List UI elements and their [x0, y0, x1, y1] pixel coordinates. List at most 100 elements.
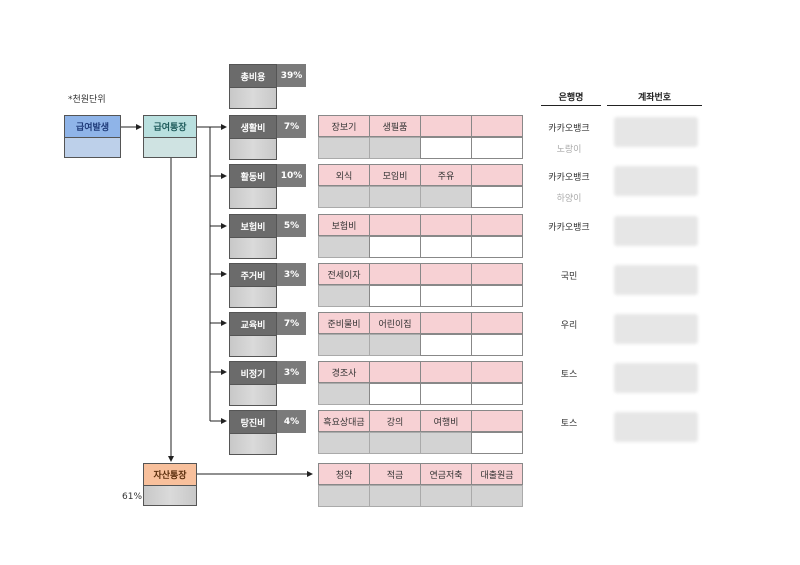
account-number-blurred — [614, 265, 698, 295]
category-value-blurred — [230, 434, 276, 454]
account-number-blurred — [614, 166, 698, 196]
category-pct: 3% — [277, 263, 306, 286]
account-header: 계좌번호 — [607, 90, 702, 106]
category-value-blurred — [230, 336, 276, 356]
item-amount-empty — [471, 383, 523, 405]
salary-account-label: 급여통장 — [144, 116, 196, 138]
salary-account-value-blurred — [144, 138, 196, 157]
item-amount-empty — [471, 186, 523, 208]
item-amount-empty — [471, 137, 523, 159]
item-label-cell — [471, 263, 523, 285]
asset-item-label: 연금저축 — [420, 463, 472, 485]
salary-account-node: 급여통장 — [143, 115, 197, 158]
category-pct: 7% — [277, 312, 306, 335]
item-amount-blurred — [318, 285, 370, 307]
asset-item-amount-blurred — [471, 485, 523, 507]
item-label-cell: 모임비 — [369, 164, 421, 186]
category-label: 탕진비 — [230, 411, 276, 434]
category-node: 보험비 — [229, 214, 277, 259]
bank-header: 은행명 — [541, 90, 601, 106]
item-amount-blurred — [318, 334, 370, 356]
item-amount-empty — [471, 236, 523, 258]
item-label-cell: 전세이자 — [318, 263, 370, 285]
asset-account-node: 자산통장 — [143, 463, 197, 506]
asset-account-label: 자산통장 — [144, 464, 196, 486]
item-amount-empty — [471, 334, 523, 356]
category-pct: 10% — [277, 164, 306, 187]
item-amount-empty — [369, 383, 421, 405]
account-number-blurred — [614, 314, 698, 344]
account-number-blurred — [614, 412, 698, 442]
asset-item-amount-blurred — [369, 485, 421, 507]
total-cost-pct: 39% — [277, 64, 306, 87]
item-label-cell — [420, 361, 472, 383]
item-label-cell: 생필품 — [369, 115, 421, 137]
income-value-blurred — [65, 138, 120, 157]
account-number-blurred — [614, 117, 698, 147]
item-amount-blurred — [318, 236, 370, 258]
category-label: 주거비 — [230, 264, 276, 287]
category-node: 교육비 — [229, 312, 277, 357]
income-label: 급여발생 — [65, 116, 120, 138]
asset-pct: 61% — [122, 492, 143, 502]
item-label-cell: 외식 — [318, 164, 370, 186]
bank-name: 국민 — [560, 272, 578, 282]
unit-note: *천원단위 — [68, 95, 106, 105]
item-label-cell — [369, 361, 421, 383]
category-node: 주거비 — [229, 263, 277, 308]
item-amount-empty — [420, 285, 472, 307]
category-value-blurred — [230, 139, 276, 159]
item-amount-blurred — [369, 137, 421, 159]
asset-item-label: 대출원금 — [471, 463, 523, 485]
item-amount-blurred — [369, 186, 421, 208]
item-amount-blurred — [318, 432, 370, 454]
category-pct: 3% — [277, 361, 306, 384]
category-pct: 4% — [277, 410, 306, 433]
category-label: 활동비 — [230, 165, 276, 188]
asset-account-value-blurred — [144, 486, 196, 505]
item-amount-empty — [420, 137, 472, 159]
item-label-cell: 경조사 — [318, 361, 370, 383]
asset-item-label: 청약 — [318, 463, 370, 485]
item-amount-empty — [420, 236, 472, 258]
item-label-cell: 장보기 — [318, 115, 370, 137]
category-value-blurred — [230, 238, 276, 258]
item-label-cell: 준비물비 — [318, 312, 370, 334]
category-label: 비정기 — [230, 362, 276, 385]
bank-name: 카카오뱅크 — [548, 124, 590, 134]
bank-name: 카카오뱅크 — [548, 173, 590, 183]
item-label-cell: 강의 — [369, 410, 421, 432]
total-cost-value-blurred — [230, 88, 276, 108]
account-number-blurred — [614, 363, 698, 393]
bank-nickname: 노랑이 — [556, 145, 582, 155]
asset-item-label: 적금 — [369, 463, 421, 485]
account-number-blurred — [614, 216, 698, 246]
category-node: 비정기 — [229, 361, 277, 406]
item-label-cell — [369, 263, 421, 285]
item-label-cell — [471, 214, 523, 236]
item-label-cell — [471, 164, 523, 186]
item-amount-blurred — [420, 186, 472, 208]
category-label: 생활비 — [230, 116, 276, 139]
total-cost-node: 총비용 — [229, 64, 277, 109]
item-label-cell — [420, 214, 472, 236]
item-amount-blurred — [420, 432, 472, 454]
category-node: 생활비 — [229, 115, 277, 160]
item-amount-blurred — [318, 137, 370, 159]
bank-name: 토스 — [560, 370, 578, 380]
item-amount-empty — [420, 334, 472, 356]
total-cost-label: 총비용 — [230, 65, 276, 88]
asset-item-amount-blurred — [318, 485, 370, 507]
item-label-cell — [420, 115, 472, 137]
item-label-cell — [471, 115, 523, 137]
item-label-cell — [471, 410, 523, 432]
bank-name: 우리 — [560, 321, 578, 331]
category-pct: 5% — [277, 214, 306, 237]
item-amount-empty — [369, 285, 421, 307]
item-amount-blurred — [369, 432, 421, 454]
item-amount-empty — [471, 432, 523, 454]
category-value-blurred — [230, 188, 276, 208]
item-label-cell — [471, 312, 523, 334]
item-label-cell — [471, 361, 523, 383]
